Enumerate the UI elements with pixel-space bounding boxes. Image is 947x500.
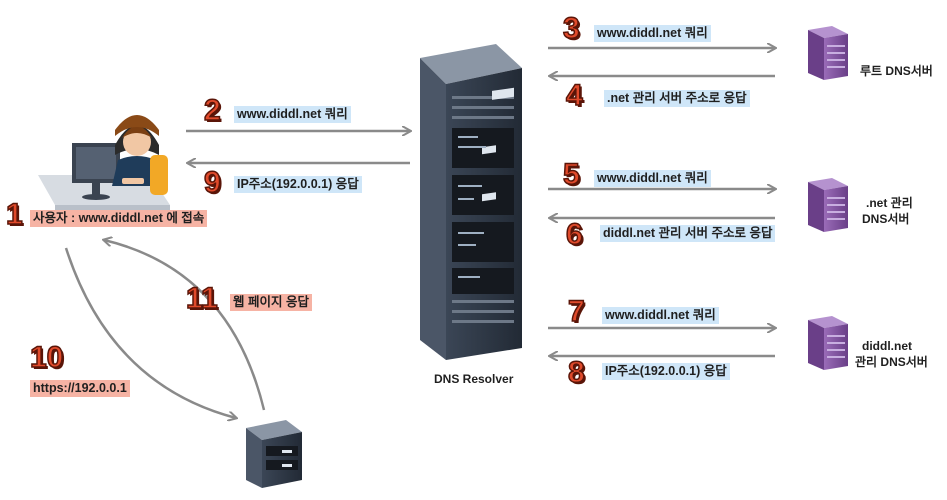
step-number-6: 6 bbox=[565, 218, 583, 251]
step-number-7: 7 bbox=[567, 295, 585, 328]
step-label-6: diddl.net 관리 서버 주소로 응답 bbox=[600, 225, 776, 242]
web-server-rack-icon bbox=[246, 420, 302, 488]
step-number-1: 1 bbox=[5, 198, 23, 231]
step-label-4: .net 관리 서버 주소로 응답 bbox=[604, 90, 750, 107]
diddl-dns-server-icon bbox=[808, 316, 848, 370]
step-label-8: IP주소(192.0.0.1) 응답 bbox=[602, 363, 730, 380]
step-label-7: www.diddl.net 쿼리 bbox=[602, 307, 719, 324]
step-number-3: 3 bbox=[562, 12, 580, 45]
diddl-dns-server-label-line2: 관리 DNS서버 bbox=[855, 355, 928, 369]
step-number-4: 4 bbox=[565, 79, 583, 112]
step-label-5: www.diddl.net 쿼리 bbox=[594, 170, 711, 187]
step-number-5: 5 bbox=[562, 158, 580, 191]
net-dns-server-icon bbox=[808, 178, 848, 232]
step-number-2: 2 bbox=[203, 94, 221, 127]
diddl-dns-server-label-line1: diddl.net bbox=[862, 339, 912, 353]
root-dns-server-icon bbox=[808, 26, 848, 80]
step-number-11: 11 bbox=[185, 282, 218, 315]
step-label-2: www.diddl.net 쿼리 bbox=[234, 106, 351, 123]
net-dns-server-label-line1: .net 관리 bbox=[866, 196, 913, 210]
step-label-11: 웹 페이지 응답 bbox=[230, 294, 312, 311]
root-dns-server-label: 루트 DNS서버 bbox=[860, 64, 933, 78]
arrow-step-10 bbox=[64, 247, 236, 418]
step-label-9: IP주소(192.0.0.1) 응답 bbox=[234, 176, 362, 193]
dns-resolver-label: DNS Resolver bbox=[434, 372, 514, 386]
step-label-1: 사용자 : www.diddl.net 에 접속 bbox=[30, 210, 208, 227]
user-computer-icon bbox=[38, 115, 170, 212]
step-number-9: 9 bbox=[203, 166, 221, 199]
step-label-3: www.diddl.net 쿼리 bbox=[594, 25, 711, 42]
step-number-10: 10 bbox=[29, 341, 64, 374]
step-number-8: 8 bbox=[567, 356, 585, 389]
dns-resolver-rack-icon bbox=[420, 44, 522, 360]
net-dns-server-label-line2: DNS서버 bbox=[862, 212, 910, 226]
arrow-step-11 bbox=[104, 240, 266, 411]
step-label-10: https://192.0.0.1 bbox=[30, 380, 130, 397]
